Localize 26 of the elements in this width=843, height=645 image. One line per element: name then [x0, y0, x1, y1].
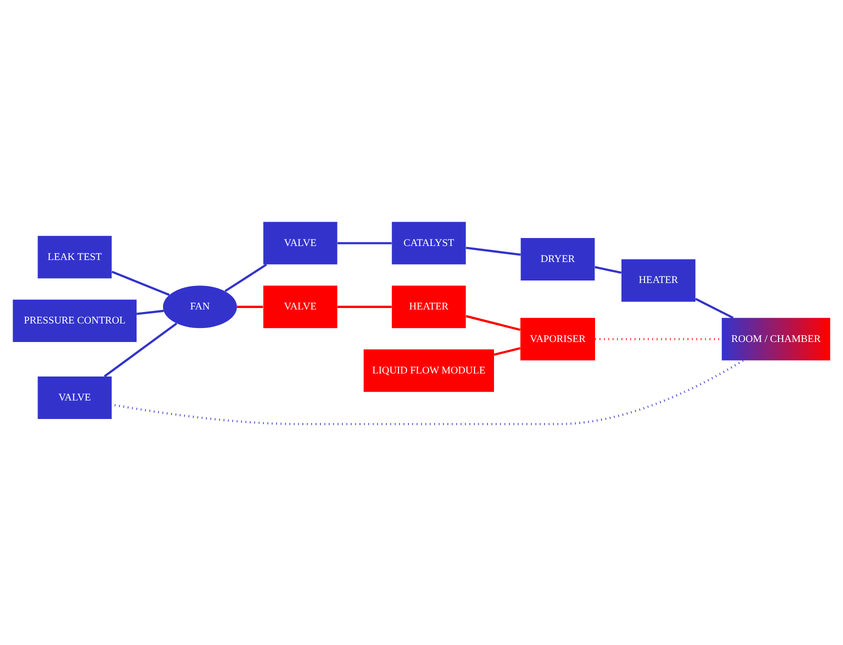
connector [695, 297, 734, 318]
connector [112, 359, 744, 425]
node-box: LIQUID FLOW MODULE [364, 348, 494, 392]
connector [594, 266, 622, 274]
connector [236, 305, 263, 308]
connector [466, 314, 521, 330]
node-box: ROOM / CHAMBER [722, 317, 830, 360]
connector [337, 305, 392, 308]
connector [112, 270, 170, 296]
node-box: HEATER [621, 258, 696, 302]
connector [136, 309, 164, 315]
connector [337, 242, 392, 244]
node-box: VALVE [263, 221, 338, 264]
node-box: DRYER [520, 238, 595, 280]
node-box: CATALYST [392, 221, 466, 264]
connector [224, 263, 268, 292]
connector [494, 346, 521, 356]
node-box: VALVE [38, 376, 112, 418]
node-ellipse: FAN [162, 285, 237, 328]
node-box: LEAK TEST [38, 235, 112, 278]
node-box: VALVE [263, 285, 338, 328]
node-box: HEATER [392, 285, 466, 328]
node-box: VAPORISER [520, 317, 596, 360]
connector [466, 246, 521, 256]
connector [104, 322, 178, 377]
node-box: PRESSURE CONTROL [12, 299, 137, 342]
